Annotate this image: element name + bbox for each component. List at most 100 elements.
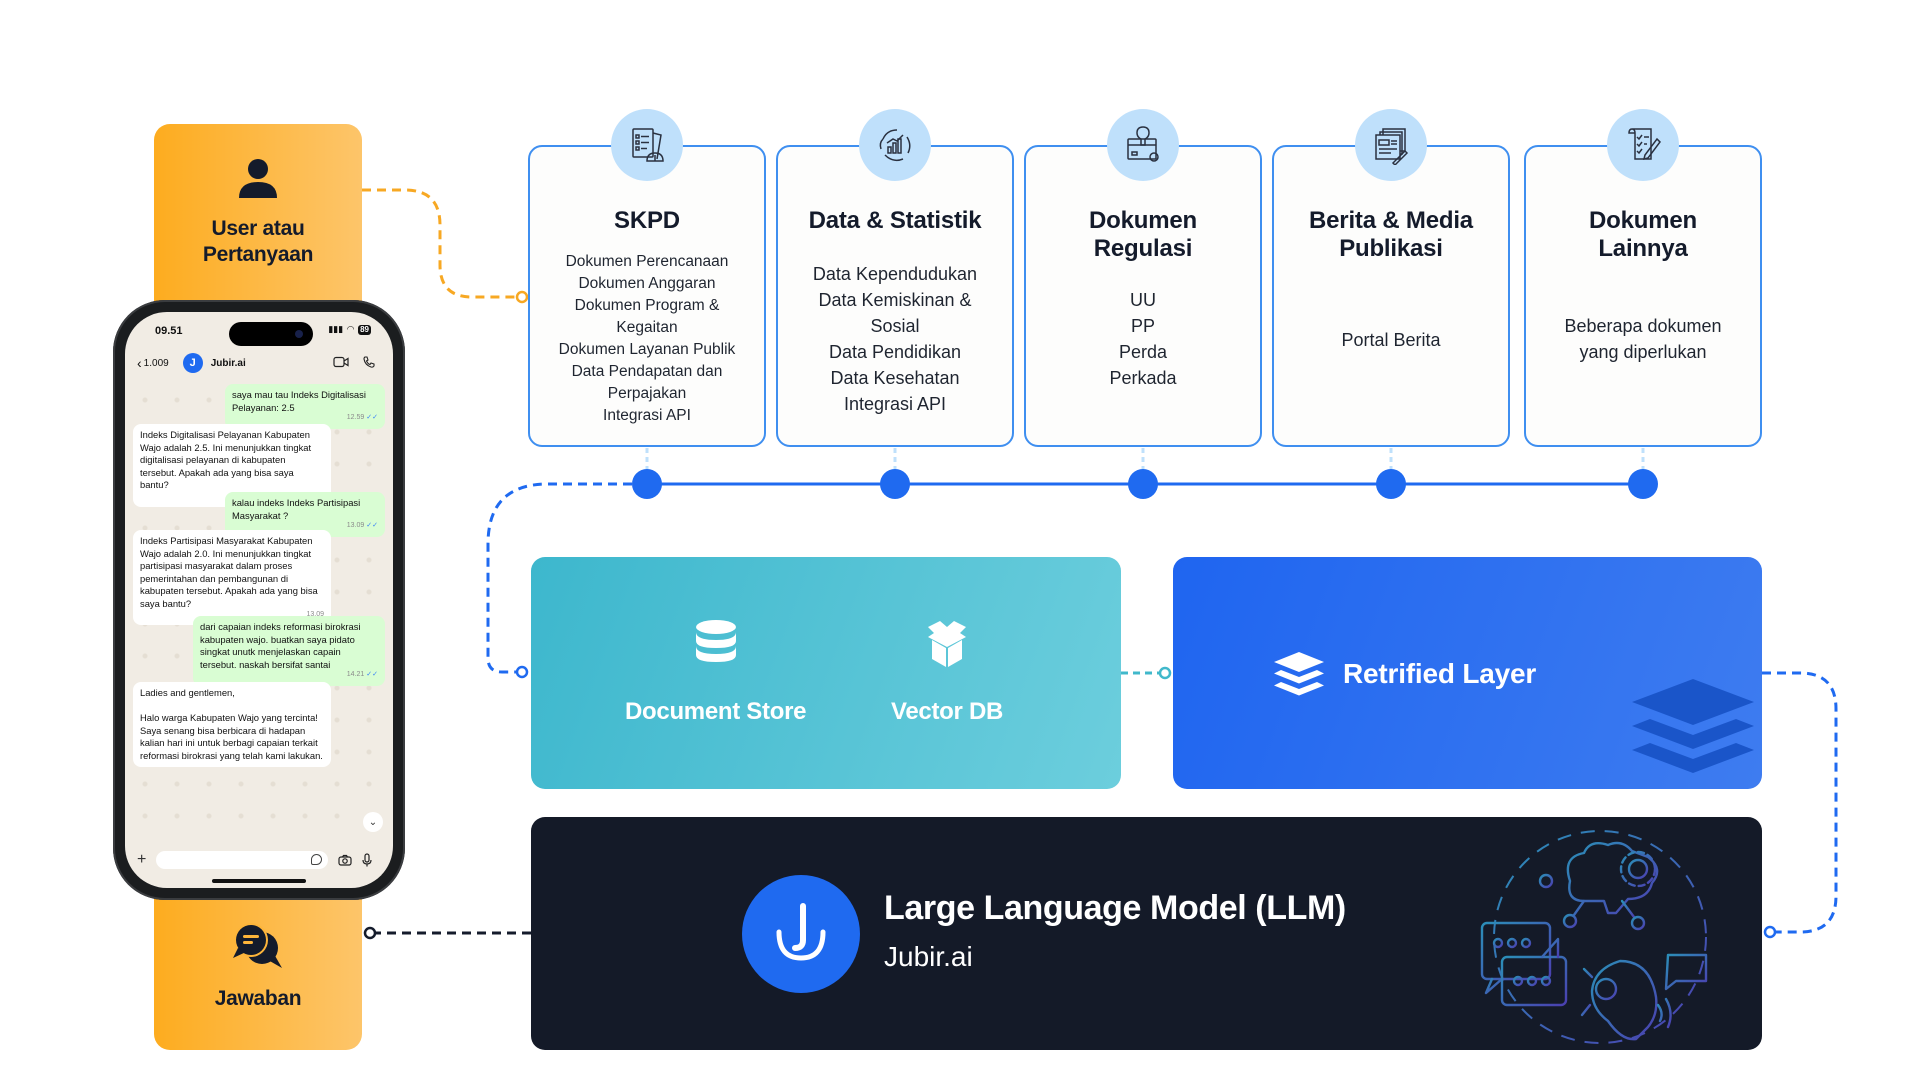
- connector-end-dot: [515, 665, 529, 679]
- message-text: Ladies and gentlemen, Halo warga Kabupat…: [140, 687, 323, 761]
- timeline-node: [1376, 469, 1406, 499]
- card-item: yang diperlukan: [1579, 342, 1707, 362]
- card-title: Berita & Media Publikasi: [1309, 207, 1473, 262]
- message-list: saya mau tau Indeks Digitalisasi Pelayan…: [125, 380, 393, 844]
- news-media-icon: [1355, 109, 1427, 181]
- message-composer: +: [125, 846, 393, 874]
- timeline-node: [1128, 469, 1158, 499]
- message-input[interactable]: [156, 851, 329, 869]
- llm-title: Large Language Model (LLM): [884, 889, 1346, 927]
- card-item: Beberapa dokumen: [1564, 316, 1722, 336]
- card-item: UU: [1130, 290, 1156, 310]
- card-item: Portal Berita: [1341, 330, 1441, 350]
- storage-box: Document Store Vector DB: [531, 557, 1121, 789]
- read-receipt-icon: ✓✓: [364, 671, 378, 679]
- card-items: Portal Berita: [1280, 327, 1502, 353]
- message-time: 14.21 ✓✓: [346, 671, 378, 679]
- message-text: dari capaian indeks reformasi birokrasi …: [200, 621, 361, 670]
- card-title: Dokumen Regulasi: [1089, 207, 1197, 262]
- wifi-icon: ◠: [347, 324, 355, 334]
- retrified-layer-box: Retrified Layer: [1173, 557, 1762, 789]
- vector-db: Vector DB: [891, 619, 1003, 726]
- layers-decoration-icon: [1632, 679, 1754, 773]
- chat-message-in[interactable]: Indeks Partisipasi Masyarakat Kabupaten …: [133, 530, 331, 626]
- vector-db-label: Vector DB: [891, 698, 1004, 725]
- card-item: PP: [1130, 316, 1155, 336]
- checklist-document-icon: [1607, 109, 1679, 181]
- message-text: kalau indeks Indeks Partisipasi Masyarak…: [232, 497, 361, 521]
- message-text: Indeks Partisipasi Masyarakat Kabupaten …: [140, 535, 318, 609]
- timeline-node: [1628, 469, 1658, 499]
- status-icons: ▮▮▮ ◠ 89: [328, 324, 371, 335]
- chat-message-in[interactable]: Ladies and gentlemen, Halo warga Kabupat…: [133, 682, 331, 767]
- chat-message-out[interactable]: dari capaian indeks reformasi birokrasi …: [193, 616, 385, 686]
- signal-icon: ▮▮▮: [328, 324, 344, 334]
- connector-user-to-sources: [362, 188, 520, 299]
- connector-layer-to-llm: [1762, 671, 1838, 934]
- contact-name[interactable]: Jubir.ai: [210, 357, 246, 369]
- database-icon: [695, 620, 736, 662]
- read-receipt-icon: ✓✓: [364, 522, 378, 530]
- chat-screen: 09.51 ▮▮▮ ◠ 89 ‹ 1.009 J Jubir.ai saya m…: [125, 312, 393, 888]
- card-item: Sosial: [870, 316, 920, 336]
- card-title: SKPD: [614, 207, 680, 234]
- battery-icon: 89: [358, 324, 371, 335]
- video-call-icon[interactable]: [333, 356, 349, 368]
- attach-plus-icon[interactable]: +: [137, 851, 147, 868]
- microphone-icon[interactable]: [362, 853, 372, 867]
- open-box-icon: [928, 621, 966, 667]
- chat-message-out[interactable]: kalau indeks Indeks Partisipasi Masyarak…: [225, 492, 385, 537]
- retrified-layer-title: Retrified Layer: [1343, 658, 1537, 689]
- document-store-label: Document Store: [625, 698, 807, 725]
- answer-label: Jawaban: [214, 987, 302, 1010]
- llm-box: Large Language Model (LLM) Jubir.ai: [531, 817, 1762, 1050]
- card-item: Integrasi API: [603, 407, 691, 424]
- card-item: Data Kependudukan: [812, 264, 978, 284]
- card-item: Dokumen Layanan Publik: [558, 341, 736, 358]
- card-item: Dokumen Perencanaan: [565, 253, 729, 270]
- document-store: Document Store: [625, 619, 806, 726]
- card-item: Dokumen Anggaran: [578, 275, 716, 292]
- connector-end-dot: [1763, 925, 1777, 939]
- card-item: Perkada: [1109, 368, 1177, 388]
- card-item: Integrasi API: [843, 394, 947, 414]
- back-icon[interactable]: ‹: [137, 355, 142, 371]
- layers-icon: [1274, 652, 1324, 696]
- connector-end-dot: [1158, 666, 1172, 680]
- timeline-node: [880, 469, 910, 499]
- card-title: Data & Statistik: [808, 207, 982, 234]
- chat-bubbles-icon: [232, 922, 284, 973]
- message-time: 13.09 ✓✓: [346, 522, 378, 530]
- message-time: 12.59 ✓✓: [346, 414, 378, 422]
- card-item: Perpajakan: [607, 385, 687, 402]
- chat-message-out[interactable]: saya mau tau Indeks Digitalisasi Pelayan…: [225, 384, 385, 429]
- back-count[interactable]: 1.009: [143, 357, 169, 369]
- card-title: Dokumen Lainnya: [1589, 207, 1697, 262]
- camera-icon[interactable]: [338, 854, 352, 866]
- read-receipt-icon: ✓✓: [364, 414, 378, 422]
- scroll-down-button[interactable]: ⌄: [363, 812, 383, 832]
- avatar[interactable]: J: [182, 353, 203, 373]
- phone-mockup: 09.51 ▮▮▮ ◠ 89 ‹ 1.009 J Jubir.ai saya m…: [113, 300, 405, 900]
- user-question-label: User atau Pertanyaan: [202, 217, 314, 266]
- answer-panel: Jawaban: [154, 880, 362, 1050]
- card-item: Perda: [1118, 342, 1168, 362]
- status-time: 09.51: [155, 325, 183, 337]
- ai-illustration-icon: [1480, 830, 1708, 1044]
- card-item: Data Kemiskinan &: [818, 290, 972, 310]
- sticker-icon[interactable]: [311, 854, 323, 865]
- timeline-node: [632, 469, 662, 499]
- dynamic-island: [229, 322, 313, 346]
- regulation-box-icon: [1107, 109, 1179, 181]
- card-item: Kegaitan: [616, 319, 678, 336]
- phone-call-icon[interactable]: [363, 356, 375, 368]
- document-report-icon: [611, 109, 683, 181]
- card-item: Dokumen Program &: [574, 297, 720, 314]
- statistics-cycle-icon: [859, 109, 931, 181]
